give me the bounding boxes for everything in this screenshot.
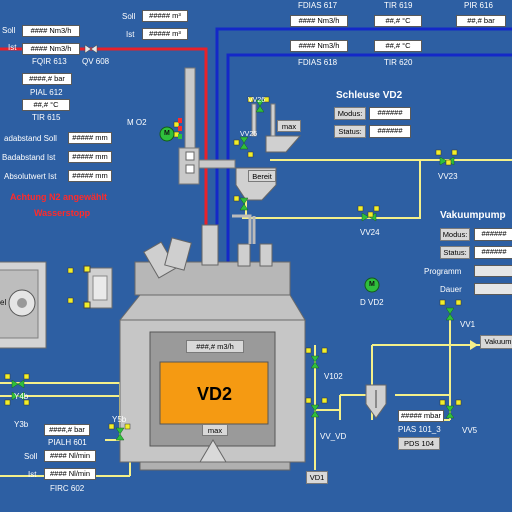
- volume-ist-label: Ist: [126, 30, 135, 39]
- vv1-tag: VV1: [460, 320, 476, 329]
- motor-d-label: D VD2: [360, 298, 384, 307]
- fdias617-field[interactable]: #### Nm3/h: [290, 15, 348, 27]
- badabstand-soll-label: adabstand Soll: [4, 134, 57, 143]
- bereit-indicator: Bereit: [248, 170, 276, 182]
- y5b-tag: Y5b: [112, 415, 127, 424]
- absolutwert-field[interactable]: ##### mm: [68, 170, 112, 182]
- pialh601-tag: PIALH 601: [48, 438, 87, 447]
- y3b-tag: Y3b: [14, 420, 29, 429]
- vakuum-dauer-label: Dauer: [440, 285, 462, 294]
- schleuse-max-indicator: max: [277, 120, 301, 132]
- schleuse-status-field[interactable]: ######: [369, 125, 411, 138]
- gas-pipe-branch: [194, 159, 236, 169]
- fqir613-soll-field[interactable]: #### Nm3/h: [22, 25, 80, 37]
- fqir613-tag: FQIR 613: [32, 57, 67, 66]
- vv24-tag: VV24: [360, 228, 380, 237]
- vv26-tag: VV26: [248, 97, 266, 104]
- vessel-lid: [118, 214, 306, 321]
- left-equipment: [0, 261, 47, 349]
- filter-unit: [83, 265, 113, 309]
- vd1-button[interactable]: VD1: [306, 471, 328, 484]
- v102-tag: V102: [324, 372, 343, 381]
- vakuum-title: Vakuumpump: [440, 210, 506, 221]
- badabstand-soll-field[interactable]: ##### mm: [68, 132, 112, 144]
- tir620-tag: TIR 620: [384, 58, 413, 67]
- badabstand-ist-label: Badabstand Ist: [2, 153, 56, 162]
- left-unit-label: el: [0, 298, 7, 307]
- schleuse-modus-field[interactable]: ######: [369, 107, 411, 120]
- absolutwert-label: Absolutwert Ist: [4, 172, 57, 181]
- status-indicator: [4, 96, 462, 430]
- o2-label: M O2: [127, 118, 147, 127]
- vessel-max-indicator: max: [202, 424, 228, 436]
- vv5-tag: VV5: [462, 426, 478, 435]
- vakuum-programm-field[interactable]: [474, 265, 512, 277]
- schleuse-title: Schleuse VD2: [336, 90, 403, 101]
- schleuse-status-label: Status:: [334, 125, 366, 138]
- fqir613-soll-label: Soll: [2, 26, 16, 35]
- y4b-tag: Y4b: [14, 392, 29, 401]
- motor-d-symbol: M: [369, 281, 375, 288]
- firc602-soll-label: Soll: [24, 452, 38, 461]
- pir616-field[interactable]: ##,# bar: [456, 15, 506, 27]
- schleuse-modus-label: Modus:: [334, 107, 366, 120]
- pias101-field[interactable]: ##### mbar: [398, 410, 444, 422]
- volume-ist-field[interactable]: ##### m³: [142, 28, 188, 40]
- qv608-tag: QV 608: [82, 57, 110, 66]
- vakuum-status-field[interactable]: ######: [474, 246, 512, 259]
- vv25-tag: VV25: [240, 131, 258, 138]
- firc602-soll-field[interactable]: #### Nl/min: [44, 450, 96, 462]
- fqir613-ist-field[interactable]: #### Nm3/h: [22, 43, 80, 55]
- pial612-tag: PIAL 612: [30, 88, 63, 97]
- pir616-tag: PIR 616: [464, 1, 493, 10]
- tir619-field[interactable]: ##,# °C: [374, 15, 422, 27]
- vv-vd-tag: VV_VD: [320, 432, 347, 441]
- vv23-tag: VV23: [438, 172, 458, 181]
- fdias618-field[interactable]: #### Nm3/h: [290, 40, 348, 52]
- vessel-flow-field[interactable]: ###,# m3/h: [186, 340, 244, 353]
- o2-motor-symbol: M: [164, 130, 170, 137]
- vakuum-pump-button[interactable]: Vakuum: [480, 335, 512, 349]
- firc602-tag: FIRC 602: [50, 484, 85, 493]
- warning-n2: Achtung N2 angewählt: [10, 192, 108, 202]
- tir619-tag: TIR 619: [384, 1, 413, 10]
- vessel-name: VD2: [197, 384, 233, 404]
- firc602-ist-label: Ist: [28, 470, 37, 479]
- pialh601-field[interactable]: ####,# bar: [44, 424, 90, 436]
- badabstand-ist-field[interactable]: ##### mm: [68, 151, 112, 163]
- fdias618-tag: FDIAS 618: [298, 58, 338, 67]
- alarm-light: [178, 126, 182, 131]
- arrow-icon: [470, 340, 478, 350]
- pial612-field[interactable]: ####,# bar: [22, 73, 72, 85]
- separator: [365, 384, 387, 419]
- vakuum-programm-label: Programm: [424, 267, 462, 276]
- pds104-indicator: PDS 104: [398, 437, 440, 450]
- firc602-ist-field[interactable]: #### Nl/min: [44, 468, 96, 480]
- alarm-light: [178, 118, 182, 123]
- volume-soll-label: Soll: [122, 12, 136, 21]
- volume-soll-field[interactable]: ##### m³: [142, 10, 188, 22]
- pias101-tag: PIAS 101_3: [398, 425, 441, 434]
- tir615-tag: TIR 615: [32, 113, 61, 122]
- vakuum-dauer-field[interactable]: [474, 283, 512, 295]
- vakuum-status-label: Status:: [440, 246, 470, 259]
- vakuum-modus-label: Modus:: [440, 228, 470, 241]
- schleuse-vessel: [235, 103, 302, 201]
- tir620-field[interactable]: ##,# °C: [374, 40, 422, 52]
- valve-green[interactable]: [11, 44, 455, 441]
- warning-wasserstopp: Wasserstopp: [34, 208, 91, 218]
- motor-icon[interactable]: [159, 126, 380, 293]
- fqir613-ist-label: Ist: [8, 43, 17, 52]
- fdias617-tag: FDIAS 617: [298, 1, 338, 10]
- vakuum-modus-field[interactable]: ######: [474, 228, 512, 241]
- tir615-field[interactable]: ##,# °C: [22, 99, 70, 111]
